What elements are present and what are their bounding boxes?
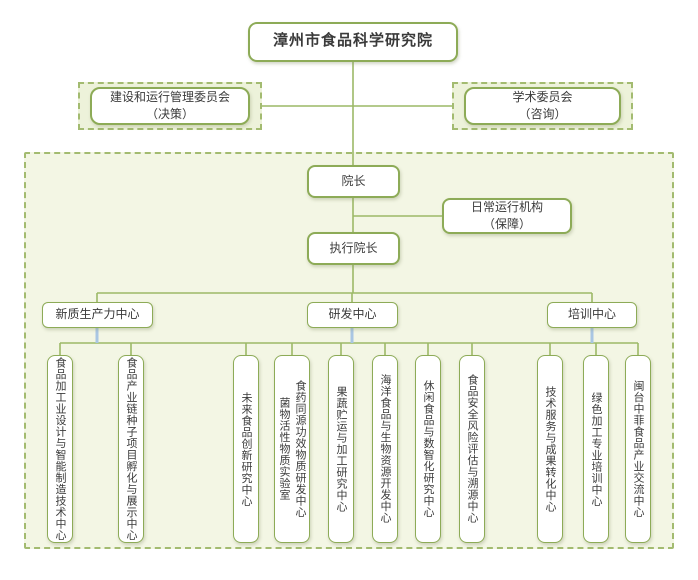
department-label: 绿色加工专业培训中心 [590,391,602,507]
department-label: 食品产业链种子项目孵化与展示中心 [125,357,137,541]
academic-committee-dashed-wrap: 学术委员会 （咨询） [452,82,633,130]
department-box-fruit-vegetable-storage: 果蔬贮运与加工研究中心 [328,355,354,543]
center-rnd-box: 研发中心 [307,302,398,328]
department-label: 技术服务与成果转化中心 [544,385,556,513]
executive-president-box: 执行院长 [307,232,400,265]
department-label: 果蔬贮运与加工研究中心 [335,385,347,513]
management-committee-box: 建设和运行管理委员会 （决策） [90,87,250,125]
department-label: 闽台中菲食品产业交流中心 [632,380,644,518]
president-box: 院长 [307,165,400,198]
department-box-future-food-innovation: 未来食品创新研究中心 [233,355,259,543]
department-box-seed-incubation: 食品产业链种子项目孵化与展示中心 [118,355,144,543]
department-label: 食品加工业设计与智能制造技术中心 [54,357,66,541]
center-new-productivity-box: 新质生产力中心 [42,302,153,328]
department-label: 未来食品创新研究中心 [240,391,252,507]
department-box-food-medicine-homology: 食药同源功效物质研发中心 菌物活性物质实验室 [274,355,310,543]
department-box-tech-service-transform: 技术服务与成果转化中心 [537,355,563,543]
department-box-food-safety-risk: 食品安全风险评估与溯源中心 [459,355,485,543]
department-box-green-processing-training: 绿色加工专业培训中心 [583,355,609,543]
institute-title-box: 漳州市食品科学研究院 [248,22,458,62]
center-training-box: 培训中心 [547,302,637,328]
management-committee-dashed-wrap: 建设和运行管理委员会 （决策） [78,82,262,130]
department-box-mintai-exchange: 闽台中菲食品产业交流中心 [625,355,651,543]
daily-operations-box: 日常运行机构 （保障） [442,198,572,234]
department-label: 食药同源功效物质研发中心 菌物活性物质实验室 [278,380,306,518]
department-label: 休闲食品与数智化研究中心 [422,380,434,518]
department-box-marine-food-resources: 海洋食品与生物资源开发中心 [372,355,398,543]
department-label: 海洋食品与生物资源开发中心 [379,374,391,524]
department-box-leisure-food-digital: 休闲食品与数智化研究中心 [415,355,441,543]
department-box-food-processing-design: 食品加工业设计与智能制造技术中心 [47,355,73,543]
academic-committee-box: 学术委员会 （咨询） [464,87,621,125]
department-label: 食品安全风险评估与溯源中心 [466,374,478,524]
